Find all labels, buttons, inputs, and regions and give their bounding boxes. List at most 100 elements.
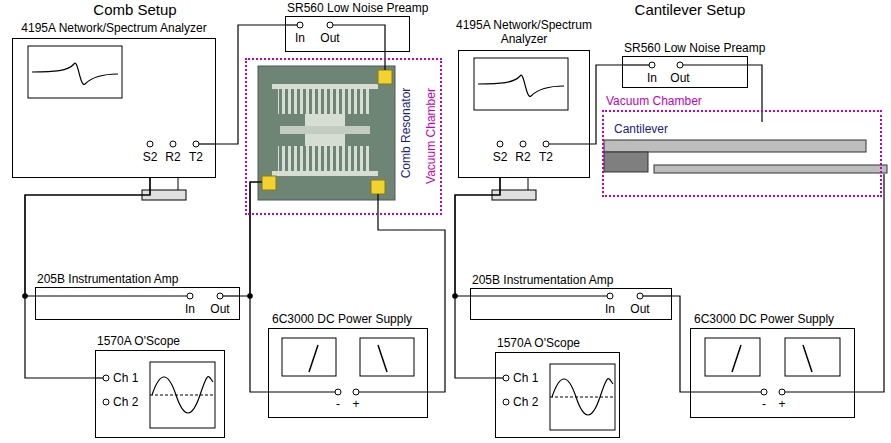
component-label: 1570A O'Scope — [97, 334, 180, 348]
port-label: In — [647, 71, 657, 85]
comb-resonator-chip — [258, 66, 395, 200]
analyzer-screen — [474, 58, 568, 110]
port-label: Out — [210, 302, 229, 316]
component-label: 6C3000 DC Power Supply — [272, 312, 412, 326]
wire — [384, 66, 385, 70]
wire — [223, 295, 240, 296]
wire — [690, 391, 761, 392]
cantilever-structure — [604, 140, 887, 173]
signal-wire — [748, 65, 762, 122]
port-jack — [497, 141, 503, 147]
meter-face — [360, 338, 414, 376]
port-label: S2 — [143, 150, 158, 164]
wire-stubs — [35, 25, 855, 392]
port-label: Out — [630, 302, 649, 316]
port-jack — [677, 62, 683, 68]
port-jack — [187, 293, 193, 299]
wire — [359, 391, 428, 392]
port-jack — [103, 375, 109, 381]
port-jack — [761, 389, 767, 395]
comb-spine — [272, 84, 378, 89]
comb-fingers — [278, 146, 372, 172]
screen — [28, 46, 122, 98]
comb-spine — [272, 171, 378, 176]
vacuum-chamber: CantileverVacuum Chamber — [602, 110, 882, 197]
port-jack — [503, 399, 509, 405]
wire — [95, 377, 103, 378]
port-label: In — [605, 302, 615, 316]
oscilloscope-box: 1570A O'ScopeCh 1Ch 2 — [95, 350, 225, 438]
signal-wire — [855, 174, 884, 392]
device-label: Cantilever — [614, 122, 668, 136]
port-jack — [637, 293, 643, 299]
screen — [550, 364, 615, 430]
port-jack — [297, 22, 303, 28]
port-jack — [353, 389, 359, 395]
port-label: S2 — [493, 150, 508, 164]
oscilloscope-box: 1570A O'ScopeCh 1Ch 2 — [495, 352, 620, 438]
device-label: Comb Resonator — [399, 88, 413, 179]
wire — [785, 391, 855, 392]
port-jack — [103, 399, 109, 405]
bond-pad — [371, 180, 385, 194]
wire — [470, 295, 607, 296]
preamp-box: SR560 Low Noise PreampInOut — [622, 56, 748, 88]
port-label: R2 — [515, 150, 530, 164]
port-jack — [503, 375, 509, 381]
component-label: SR560 Low Noise Preamp — [624, 41, 765, 55]
signal-wire — [216, 25, 285, 144]
port-jack — [520, 141, 526, 147]
analyzer-screen — [28, 46, 122, 98]
response-curve — [32, 63, 118, 84]
power-supply-box: 6C3000 DC Power Supply-+ — [268, 328, 428, 418]
port-jack — [779, 389, 785, 395]
bottom-electrode — [654, 165, 887, 173]
wire — [178, 178, 179, 190]
port-jack — [543, 141, 549, 147]
setup-heading: Comb Setup — [93, 1, 176, 19]
analyzer-box: 4195A Network/Spectrum AnalyzerS2R2T2 — [12, 38, 216, 178]
port-label: Out — [670, 71, 689, 85]
wire — [528, 178, 529, 190]
port-label: In — [295, 31, 305, 45]
meter-needle — [732, 345, 741, 372]
chamber-label: Vacuum Chamber — [606, 94, 702, 108]
channel-label: Ch 1 — [113, 371, 138, 385]
wire — [285, 24, 297, 25]
terminal-label: - — [336, 397, 340, 411]
comb-resonator: Comb Resonator — [258, 66, 415, 200]
component-label: 205B Instrumentation Amp — [37, 272, 178, 286]
port-label: T2 — [539, 150, 553, 164]
port-label: T2 — [189, 150, 203, 164]
scope-screen — [550, 364, 615, 430]
vacuum-chamber: Comb ResonatorVacuum Chamber — [245, 58, 442, 215]
port-jack — [649, 62, 655, 68]
meter-face — [705, 338, 760, 376]
component-label: SR560 Low Noise Preamp — [287, 1, 428, 15]
meter-needle — [309, 345, 318, 372]
amplifier-box: 205B Instrumentation AmpInOut — [35, 287, 240, 320]
bond-pad — [378, 70, 392, 84]
terminal-label: + — [352, 397, 359, 411]
port-jack — [217, 293, 223, 299]
cantilever-beam — [604, 140, 866, 152]
port-label: Out — [320, 31, 339, 45]
chip-die — [258, 66, 395, 200]
port-jack — [335, 389, 341, 395]
terminal-label: + — [778, 397, 785, 411]
analyzer-box: 4195A Network/Spectrum AnalyzerS2R2T2 — [458, 50, 590, 178]
port-jack — [147, 141, 153, 147]
scope-screen — [150, 362, 215, 428]
cantilever-anchor — [604, 152, 648, 172]
channel-label: Ch 2 — [513, 395, 538, 409]
trace-axis — [550, 397, 615, 398]
comb-fingers — [278, 88, 372, 114]
port-label: In — [185, 302, 195, 316]
signal-wire — [378, 200, 445, 392]
port-label: R2 — [165, 150, 180, 164]
wire — [377, 194, 378, 200]
sine-trace — [152, 377, 213, 413]
response-curve — [478, 75, 564, 96]
